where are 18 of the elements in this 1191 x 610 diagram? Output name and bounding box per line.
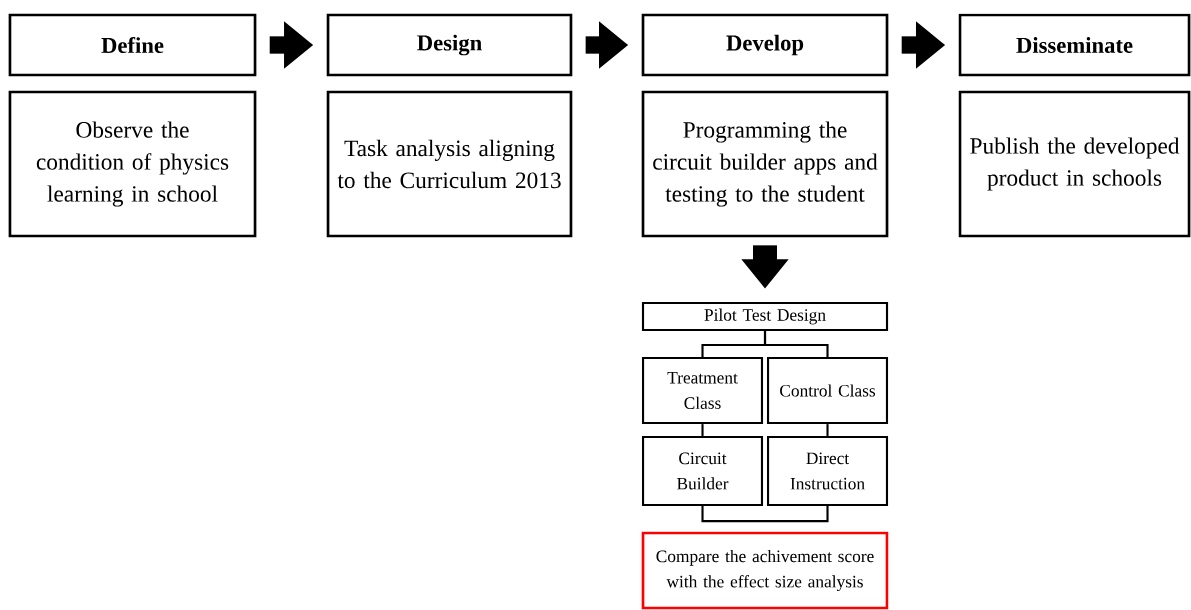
process-box: Direct Instruction (766, 435, 889, 507)
process-box: Control Class (766, 356, 889, 425)
stage-description-box: Programming the circuit builder apps and testing to the student (641, 90, 889, 238)
stage-description-box: Task analysis aligning to the Curriculum 2013 (326, 90, 573, 238)
process-box: Treatment Class (642, 356, 764, 425)
connector-line (826, 424, 829, 436)
connector-line (701, 424, 704, 436)
stage-header-box: Disseminate (958, 13, 1191, 77)
stage-header-box: Develop (641, 13, 889, 77)
process-box: Pilot Test Design (641, 301, 889, 332)
stage-description-box: Publish the developed product in schools (958, 90, 1191, 238)
stage-header-box: Design (326, 13, 573, 77)
stage-description-box: Observe the condition of physics learning in school (8, 90, 257, 238)
process-box: Circuit Builder (642, 435, 764, 507)
result-box: Compare the achivement score with the effect size analysis (641, 531, 889, 610)
connector-line (763, 331, 829, 357)
stage-header-box: Define (8, 13, 257, 77)
connector-line (701, 506, 829, 523)
